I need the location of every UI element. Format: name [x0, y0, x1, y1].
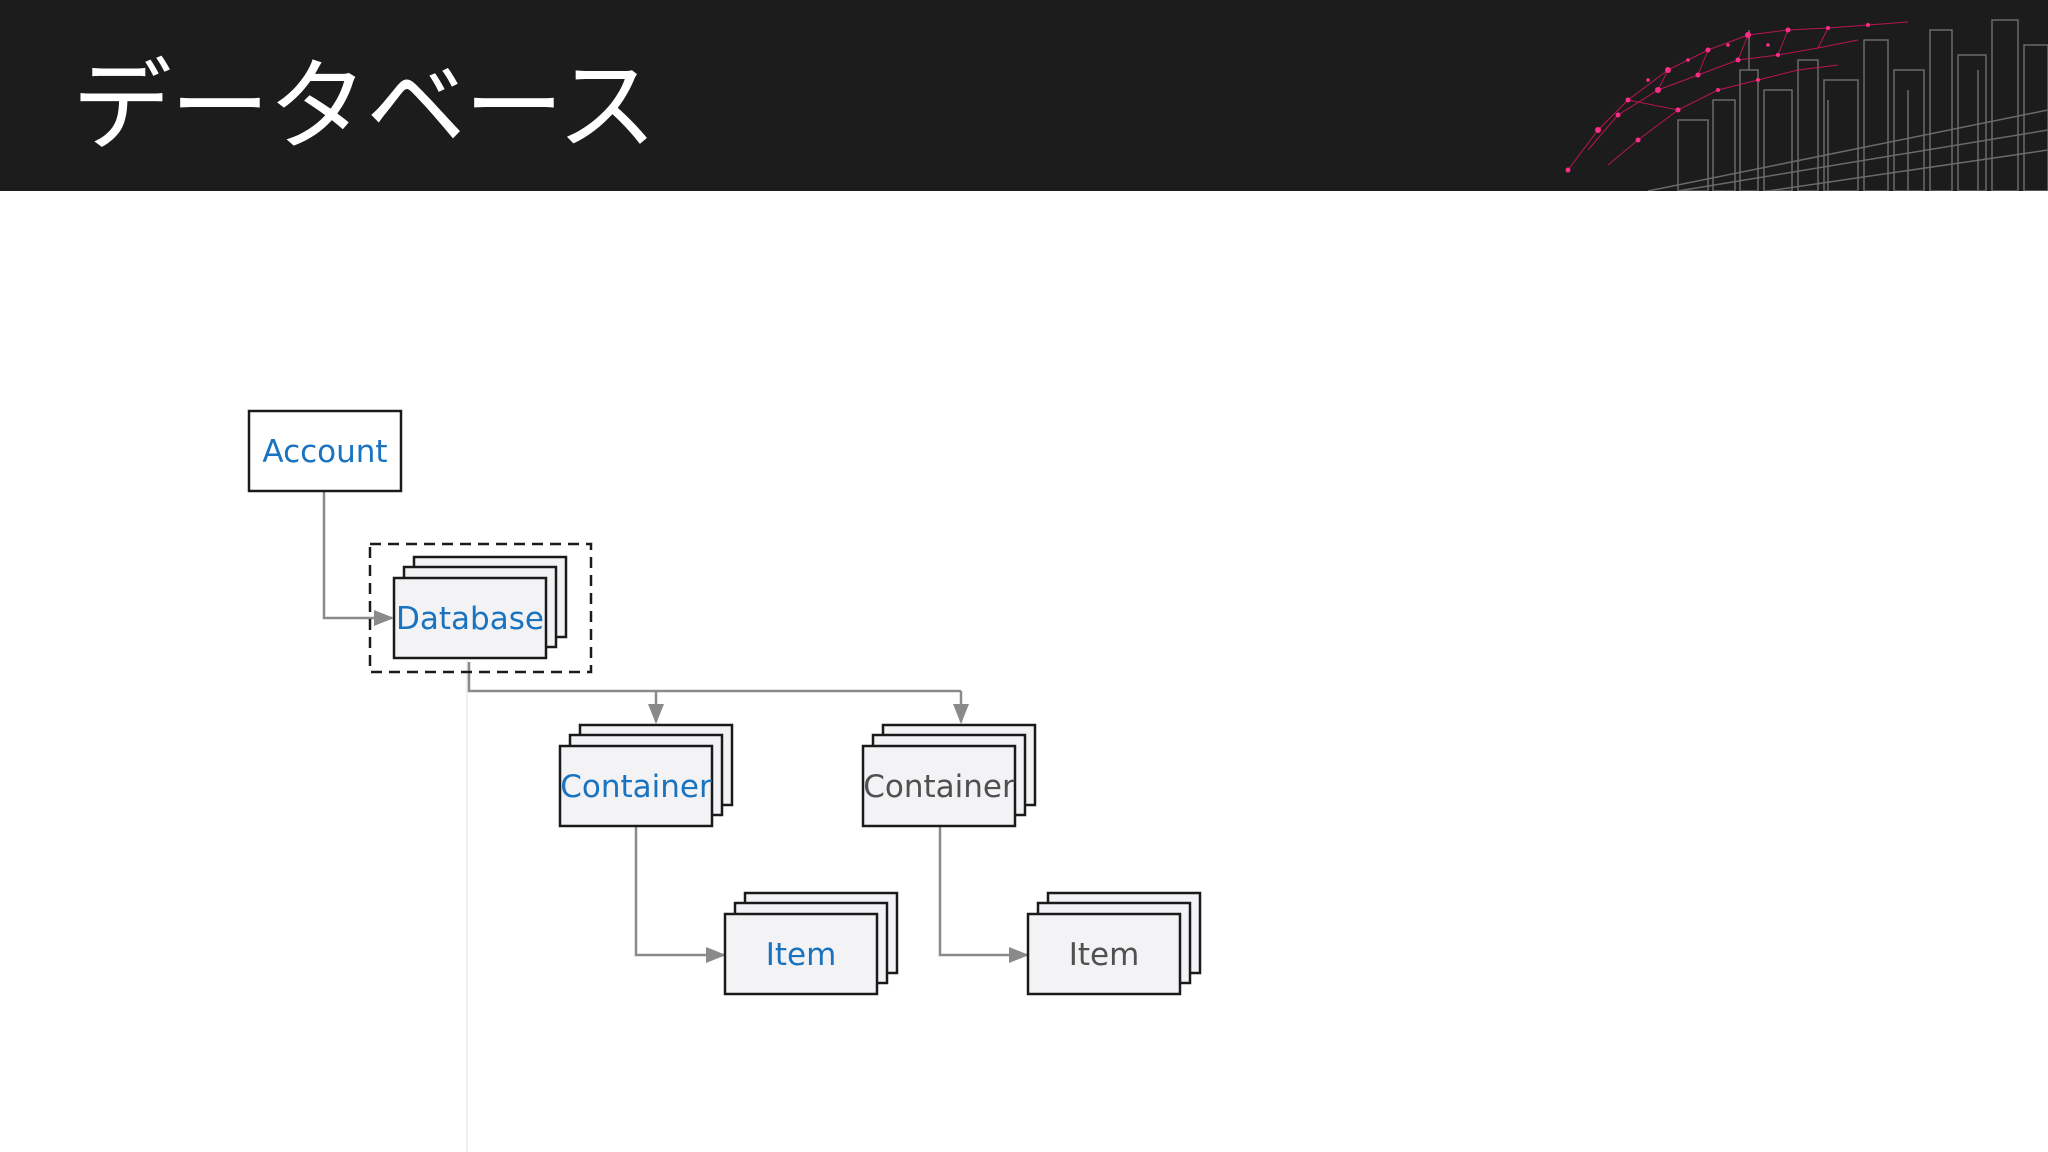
container-a-label: Container — [560, 769, 712, 805]
database-selection-frame — [368, 542, 593, 674]
container-a-node: Container — [558, 723, 734, 828]
page-title: データベース — [72, 48, 657, 165]
item-b-node: Item — [1026, 891, 1202, 996]
database-node: Database — [392, 555, 568, 660]
network-lines — [1567, 21, 1909, 171]
container-a-to-item-connector — [634, 827, 726, 963]
title-bar: データベース — [0, 0, 2048, 191]
database-branch-connector — [467, 662, 961, 693]
network-dots — [1565, 23, 1870, 173]
container-b-label: Container — [863, 769, 1015, 805]
city-network-illustration — [1565, 19, 2048, 191]
item-a-node: Item — [723, 891, 899, 996]
database-label: Database — [396, 601, 544, 637]
account-to-database-connector — [322, 491, 394, 626]
container-b-to-item-connector — [938, 827, 1029, 963]
container-b-node: Container — [861, 723, 1037, 828]
account-node: Account — [247, 409, 403, 493]
database-hierarchy-diagram: Account Database Container Container Ite… — [247, 409, 1202, 1152]
item-b-label: Item — [1069, 937, 1140, 973]
account-label: Account — [262, 434, 387, 470]
skyline-lines — [1647, 19, 2048, 191]
item-a-label: Item — [766, 937, 837, 973]
